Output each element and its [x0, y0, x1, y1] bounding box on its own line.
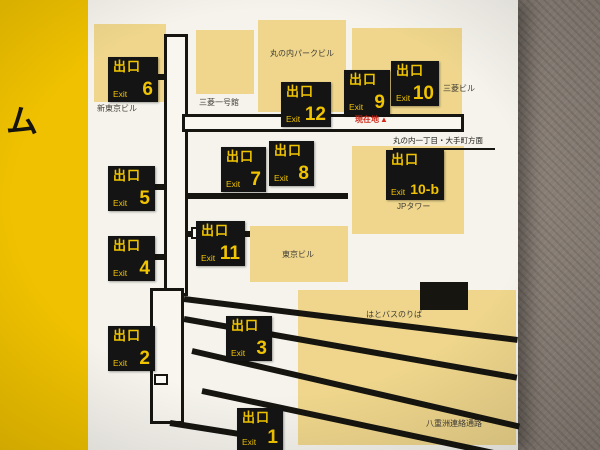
corridor-vertical-upper — [164, 34, 188, 296]
exit-number: 1 — [267, 426, 278, 448]
exit-en: Exit — [201, 252, 216, 263]
passage-stub-exit6 — [154, 74, 166, 80]
label-mitsubishi: 三菱ビル — [443, 84, 475, 93]
label-mitsubishi-ichigokan: 三菱一号館 — [199, 98, 239, 107]
label-hato-bus: はとバスのりば — [366, 310, 422, 319]
passage-stub-exit5 — [153, 184, 166, 190]
exit-en: Exit — [286, 113, 301, 124]
label-marunouchi-park: 丸の内パークビル — [270, 49, 334, 58]
exit-number: 6 — [142, 78, 153, 100]
exit-number: 10-b — [410, 181, 439, 198]
exit-kanji: 出口 — [113, 59, 142, 74]
exit-kanji: 出口 — [391, 152, 420, 167]
sign-yellow-band: ム — [0, 0, 88, 450]
exit-marker-7: 出口 Exit 7 — [221, 147, 266, 192]
current-location-triangle-icon: ▲ — [380, 115, 388, 124]
exit-kanji: 出口 — [113, 238, 142, 253]
exit-kanji: 出口 — [231, 318, 260, 333]
elevator-box-2 — [154, 374, 168, 385]
label-jp-tower: JPタワー — [397, 202, 431, 211]
current-location-marker: 現在地 ▲ — [355, 116, 388, 124]
exit-number: 8 — [298, 162, 309, 184]
exit-en: Exit — [113, 357, 128, 368]
building-mitsubishi-ichigokan — [196, 30, 254, 94]
exit-kanji: 出口 — [113, 168, 142, 183]
building-tokyo — [250, 226, 348, 282]
exit-kanji: 出口 — [201, 223, 230, 238]
exit-en: Exit — [396, 92, 411, 103]
exit-en: Exit — [242, 436, 257, 447]
exit-kanji: 出口 — [349, 72, 378, 87]
exit-en: Exit — [231, 347, 246, 358]
exit-en: Exit — [349, 101, 364, 112]
exit-en: Exit — [226, 178, 241, 189]
exit-marker-4: 出口 Exit 4 — [108, 236, 155, 281]
exit-marker-6: 出口 Exit 6 — [108, 57, 158, 102]
exit-en: Exit — [274, 172, 289, 183]
exit-number: 9 — [374, 91, 385, 113]
exit-number: 10 — [412, 82, 434, 104]
exit-number: 12 — [304, 103, 326, 125]
exit-marker-1: 出口 Exit 1 — [237, 408, 283, 450]
direction-underline — [393, 148, 495, 150]
exit-number: 2 — [139, 347, 150, 369]
exit-map-sign: ム 丸の内パークビル 三菱一号館 新東京ビル 三菱ビル JPタワー 東京ビル — [0, 0, 522, 450]
exit-number: 7 — [250, 168, 261, 190]
exit-kanji: 出口 — [226, 149, 255, 164]
label-direction: 丸の内一丁目・大手町方面 — [393, 136, 483, 145]
exit-number: 5 — [139, 187, 150, 209]
label-tokyo-bldg: 東京ビル — [282, 250, 314, 259]
exit-number: 3 — [256, 337, 267, 359]
passage-line-mid-1 — [188, 193, 348, 199]
exit-marker-2: 出口 Exit 2 — [108, 326, 155, 371]
exit-marker-9: 出口 Exit 9 — [344, 70, 390, 115]
label-shin-tokyo: 新東京ビル — [97, 104, 137, 113]
exit-kanji: 出口 — [396, 63, 425, 78]
exit-marker-8: 出口 Exit 8 — [269, 141, 314, 186]
exit-kanji: 出口 — [274, 143, 303, 158]
passage-stub-exit4 — [153, 254, 166, 260]
exit-kanji: 出口 — [242, 410, 271, 425]
exit-en: Exit — [391, 186, 406, 197]
exit-marker-5: 出口 Exit 5 — [108, 166, 155, 211]
exit-marker-10b: 出口 Exit 10-b — [386, 150, 444, 200]
exit-en: Exit — [113, 88, 128, 99]
label-yaesu-passage: 八重洲連絡通路 — [426, 419, 482, 428]
exit-number: 4 — [139, 257, 150, 279]
corridor-vertical-lower — [150, 288, 184, 424]
exit-kanji: 出口 — [286, 84, 315, 99]
side-vertical-text: ム — [6, 103, 41, 139]
current-location-label: 現在地 — [355, 115, 379, 124]
exit-kanji: 出口 — [113, 328, 142, 343]
exit-en: Exit — [113, 197, 128, 208]
exit-marker-3: 出口 Exit 3 — [226, 316, 272, 361]
building-black-block — [420, 282, 468, 310]
exit-en: Exit — [113, 267, 128, 278]
exit-number: 11 — [219, 242, 240, 264]
